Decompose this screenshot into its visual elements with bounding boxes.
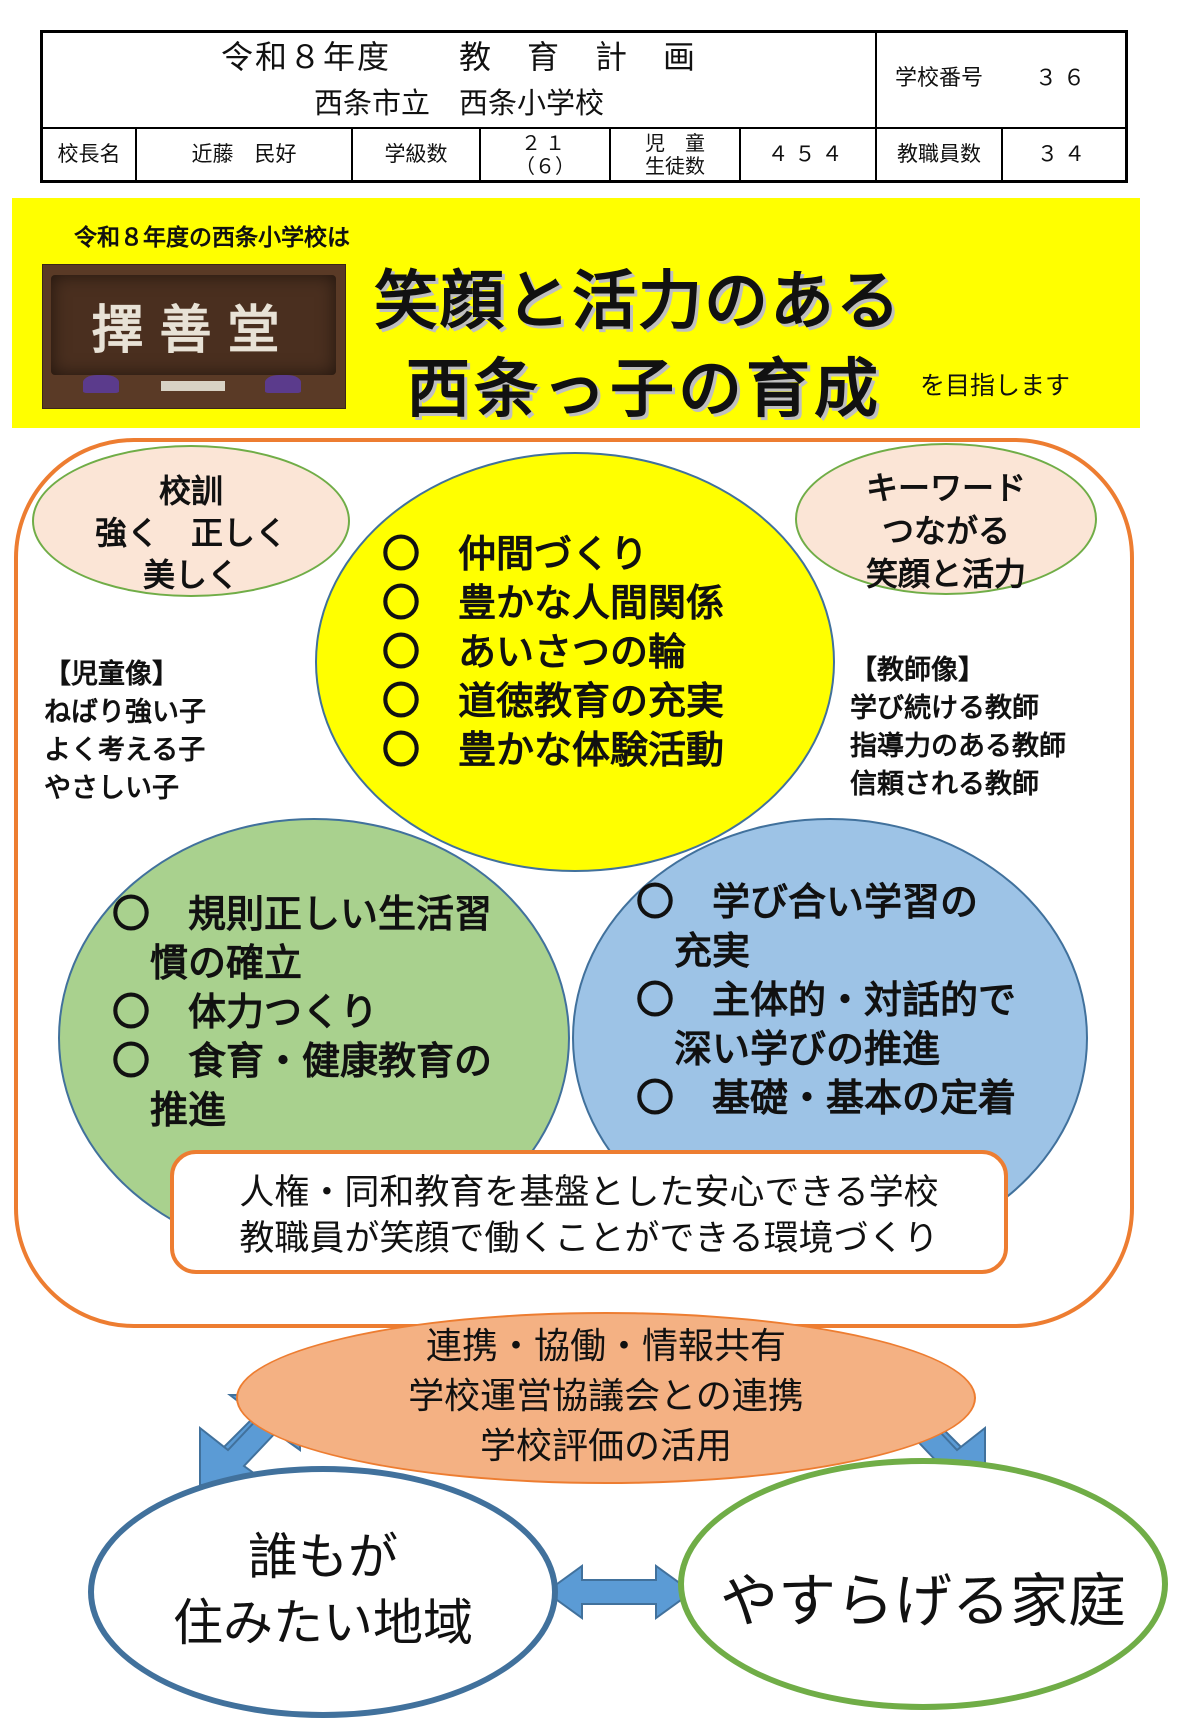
school-name: 西条市立 西条小学校 — [313, 86, 604, 121]
table-divider — [479, 127, 481, 180]
list-item: 推進 — [112, 1088, 227, 1132]
list-item: 〇 基礎・基本の定着 — [636, 1076, 1017, 1120]
foundation-line1: 人権・同和教育を基盤とした安心できる学校 — [239, 1173, 939, 1213]
list-item: 〇 豊かな人間関係 — [382, 581, 725, 625]
school-number: ３６ — [1034, 66, 1091, 92]
teacher-ideal-title: 【教師像】 — [850, 655, 985, 686]
plaque-stand-icon — [83, 375, 119, 393]
table-divider — [875, 33, 877, 180]
teacher-ideal: 【教師像】 学び続ける教師 指導力のある教師 信頼される教師 — [850, 652, 1066, 804]
family-text: やすらげる家庭 — [719, 1567, 1126, 1635]
plan-title: 令和８年度 教 育 計 画 — [220, 37, 697, 76]
vision-banner: 令和８年度の西条小学校は 擇善堂 笑顔と活力のある 西条っ子の育成 を目指します — [12, 198, 1140, 428]
list-item: 〇 道徳教育の充実 — [382, 679, 725, 723]
header-table: 令和８年度 教 育 計 画 西条市立 西条小学校 学校番号 ３６ 校長名 近藤 … — [40, 30, 1128, 183]
slogan-line1: 笑顔と活力のある — [374, 265, 902, 339]
slogan-suffix: を目指します — [920, 371, 1071, 400]
motto-line3: 美しく — [142, 556, 239, 594]
table-divider — [739, 127, 741, 180]
foundation-text: 人権・同和教育を基盤とした安心できる学校 教職員が笑顔で働くことができる環境づく… — [170, 1170, 1008, 1262]
plaque-label-icon — [161, 381, 225, 391]
students-label-line1: 児 童 — [645, 130, 705, 155]
learning-list: 〇 学び合い学習の 充実 〇 主体的・対話的で 深い学びの推進 〇 基礎・基本の… — [636, 878, 1016, 1123]
arrow-horizontal-icon — [544, 1564, 694, 1620]
classes-count-special: （６） — [515, 153, 575, 178]
students-count: ４５４ — [767, 142, 849, 167]
list-item: 〇 規則正しい生活習 — [112, 892, 493, 936]
keyword-line3: 笑顔と活力 — [865, 555, 1026, 593]
table-divider — [1001, 127, 1003, 180]
community-line1: 誰もが — [248, 1528, 398, 1586]
list-item: 〇 豊かな体験活動 — [382, 728, 725, 772]
yellow-circle — [315, 452, 835, 872]
child-ideal-item: ねばり強い子 — [44, 697, 206, 728]
school-motto: 校訓 強く 正しく 美しく — [32, 470, 350, 596]
school-number-label: 学校番号 — [894, 66, 983, 92]
life-health-list: 〇 規則正しい生活習 慣の確立 〇 体力つくり 〇 食育・健康教育の 推進 — [112, 890, 492, 1135]
motto-title: 校訓 — [158, 472, 223, 510]
plaque-board: 擇善堂 — [51, 275, 336, 375]
list-item: 〇 仲間づくり — [382, 532, 649, 576]
slogan-line2: 西条っ子の育成 — [406, 353, 882, 427]
list-item: 〇 食育・健康教育の — [112, 1039, 493, 1083]
principal-label: 校長名 — [57, 142, 121, 167]
cooperation-ellipse — [236, 1312, 976, 1484]
classes-count: ２１ （６） — [481, 129, 609, 180]
table-divider — [351, 127, 353, 180]
child-ideal-title: 【児童像】 — [44, 659, 179, 690]
community-text: 誰もが 住みたい地域 — [88, 1524, 558, 1656]
list-item: 慣の確立 — [112, 941, 303, 985]
plaque-stand-icon — [265, 375, 301, 393]
staff-count: ３４ — [1037, 142, 1091, 167]
cooperation-text: 連携・協働・情報共有 学校運営協議会との連携 学校評価の活用 — [236, 1322, 976, 1472]
list-item: 〇 学び合い学習の — [636, 880, 979, 924]
staff-label: 教職員数 — [897, 142, 981, 167]
table-divider — [609, 127, 611, 180]
list-item: 〇 あいさつの輪 — [382, 630, 687, 674]
teacher-ideal-item: 学び続ける教師 — [850, 693, 1039, 724]
motto-line2: 強く 正しく — [94, 514, 287, 552]
teacher-ideal-item: 指導力のある教師 — [850, 731, 1066, 762]
child-ideal: 【児童像】 ねばり強い子 よく考える子 やさしい子 — [44, 656, 206, 808]
table-divider — [135, 127, 137, 180]
banner-intro: 令和８年度の西条小学校は — [74, 225, 350, 251]
list-item: 〇 体力つくり — [112, 990, 379, 1034]
students-label-line2: 生徒数 — [645, 153, 705, 178]
child-ideal-item: やさしい子 — [44, 773, 179, 804]
plaque-text: 擇善堂 — [91, 299, 296, 361]
community-ellipse — [88, 1466, 558, 1718]
community-line2: 住みたい地域 — [173, 1594, 473, 1652]
teacher-ideal-item: 信頼される教師 — [850, 769, 1039, 800]
motto-ellipse — [32, 445, 350, 597]
cooperation-line3: 学校評価の活用 — [479, 1426, 732, 1467]
students-label: 児 童 生徒数 — [611, 129, 739, 180]
foundation-line2: 教職員が笑顔で働くことができる環境づくり — [239, 1219, 939, 1259]
list-item: 深い学びの推進 — [636, 1027, 941, 1071]
principal-name: 近藤 民好 — [191, 142, 297, 167]
list-item: 〇 主体的・対話的で — [636, 978, 1017, 1022]
keyword-line2: つながる — [881, 512, 1010, 550]
cooperation-line1: 連携・協働・情報共有 — [425, 1326, 786, 1367]
human-relations-list: 〇 仲間づくり 〇 豊かな人間関係 〇 あいさつの輪 〇 道徳教育の充実 〇 豊… — [382, 530, 724, 775]
keyword-block: キーワード つながる 笑顔と活力 — [795, 467, 1097, 596]
classes-count-main: ２１ — [521, 130, 569, 155]
foundation-box — [170, 1150, 1008, 1274]
keyword-title: キーワード — [865, 469, 1026, 507]
child-ideal-item: よく考える子 — [44, 735, 206, 766]
family-ellipse — [678, 1458, 1168, 1710]
cooperation-line2: 学校運営協議会との連携 — [408, 1376, 804, 1417]
keyword-ellipse — [795, 443, 1097, 595]
plaque-photo: 擇善堂 — [42, 264, 346, 409]
list-item: 充実 — [636, 929, 751, 973]
table-divider — [43, 127, 1125, 129]
classes-label: 学級数 — [384, 142, 448, 167]
